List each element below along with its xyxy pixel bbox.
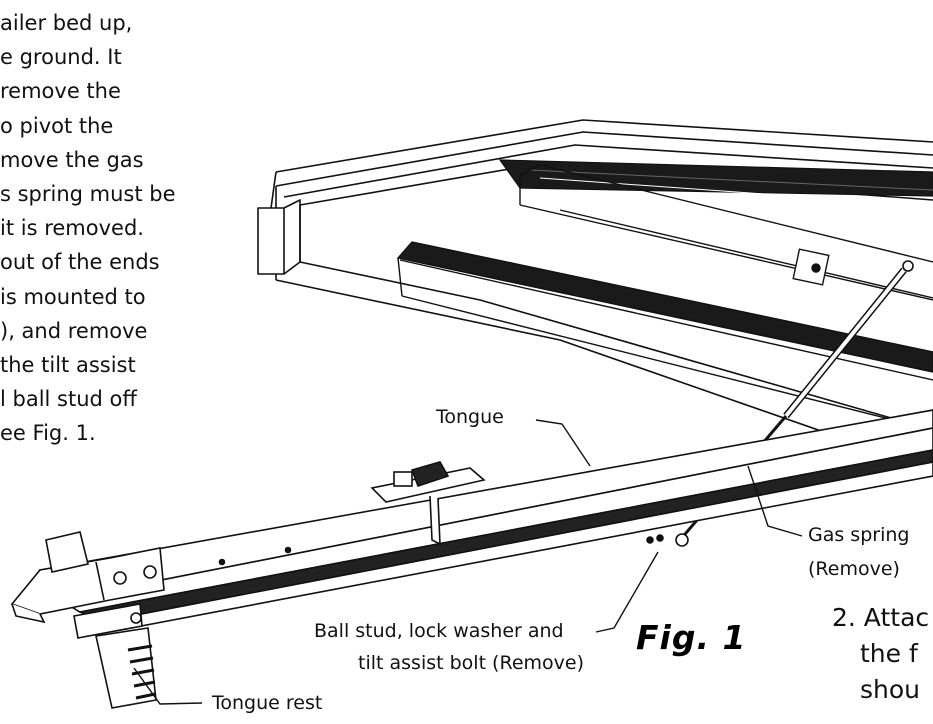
next-step-text: 2. Attac the f shou	[832, 600, 929, 708]
figure-caption: Fig. 1	[636, 618, 747, 657]
tongue-label: Tongue	[436, 406, 504, 428]
ball-stud-label-line2: tilt assist bolt (Remove)	[358, 652, 584, 674]
body-text-line: is mounted to	[0, 284, 146, 309]
gas-spring-note: (Remove)	[808, 558, 900, 580]
next-step-line: the f	[860, 639, 918, 668]
next-step-line: shou	[860, 675, 921, 704]
tongue-rest-label: Tongue rest	[212, 692, 323, 714]
body-text-line: ailer bed up,	[0, 11, 133, 35]
body-text-line: e ground. It	[0, 45, 122, 70]
body-text: ailer bed up, e ground. It remove the o …	[0, 6, 230, 451]
body-text-line: o pivot the	[0, 113, 114, 138]
body-text-line: out of the ends	[0, 250, 160, 275]
body-text-line: ee Fig. 1.	[0, 421, 96, 446]
ball-stud-label-line1: Ball stud, lock washer and	[314, 620, 564, 642]
body-text-line: ), and remove	[0, 318, 148, 343]
body-text-line: remove the	[0, 79, 121, 104]
body-text-line: s spring must be	[0, 182, 176, 207]
gas-spring-label: Gas spring	[808, 524, 910, 546]
next-step-line: 2. Attac	[832, 603, 930, 632]
body-text-line: it is removed.	[0, 216, 144, 241]
body-text-line: the tilt assist	[0, 353, 136, 378]
body-text-line: l ball stud off	[0, 387, 137, 412]
body-text-line: move the gas	[0, 147, 144, 172]
